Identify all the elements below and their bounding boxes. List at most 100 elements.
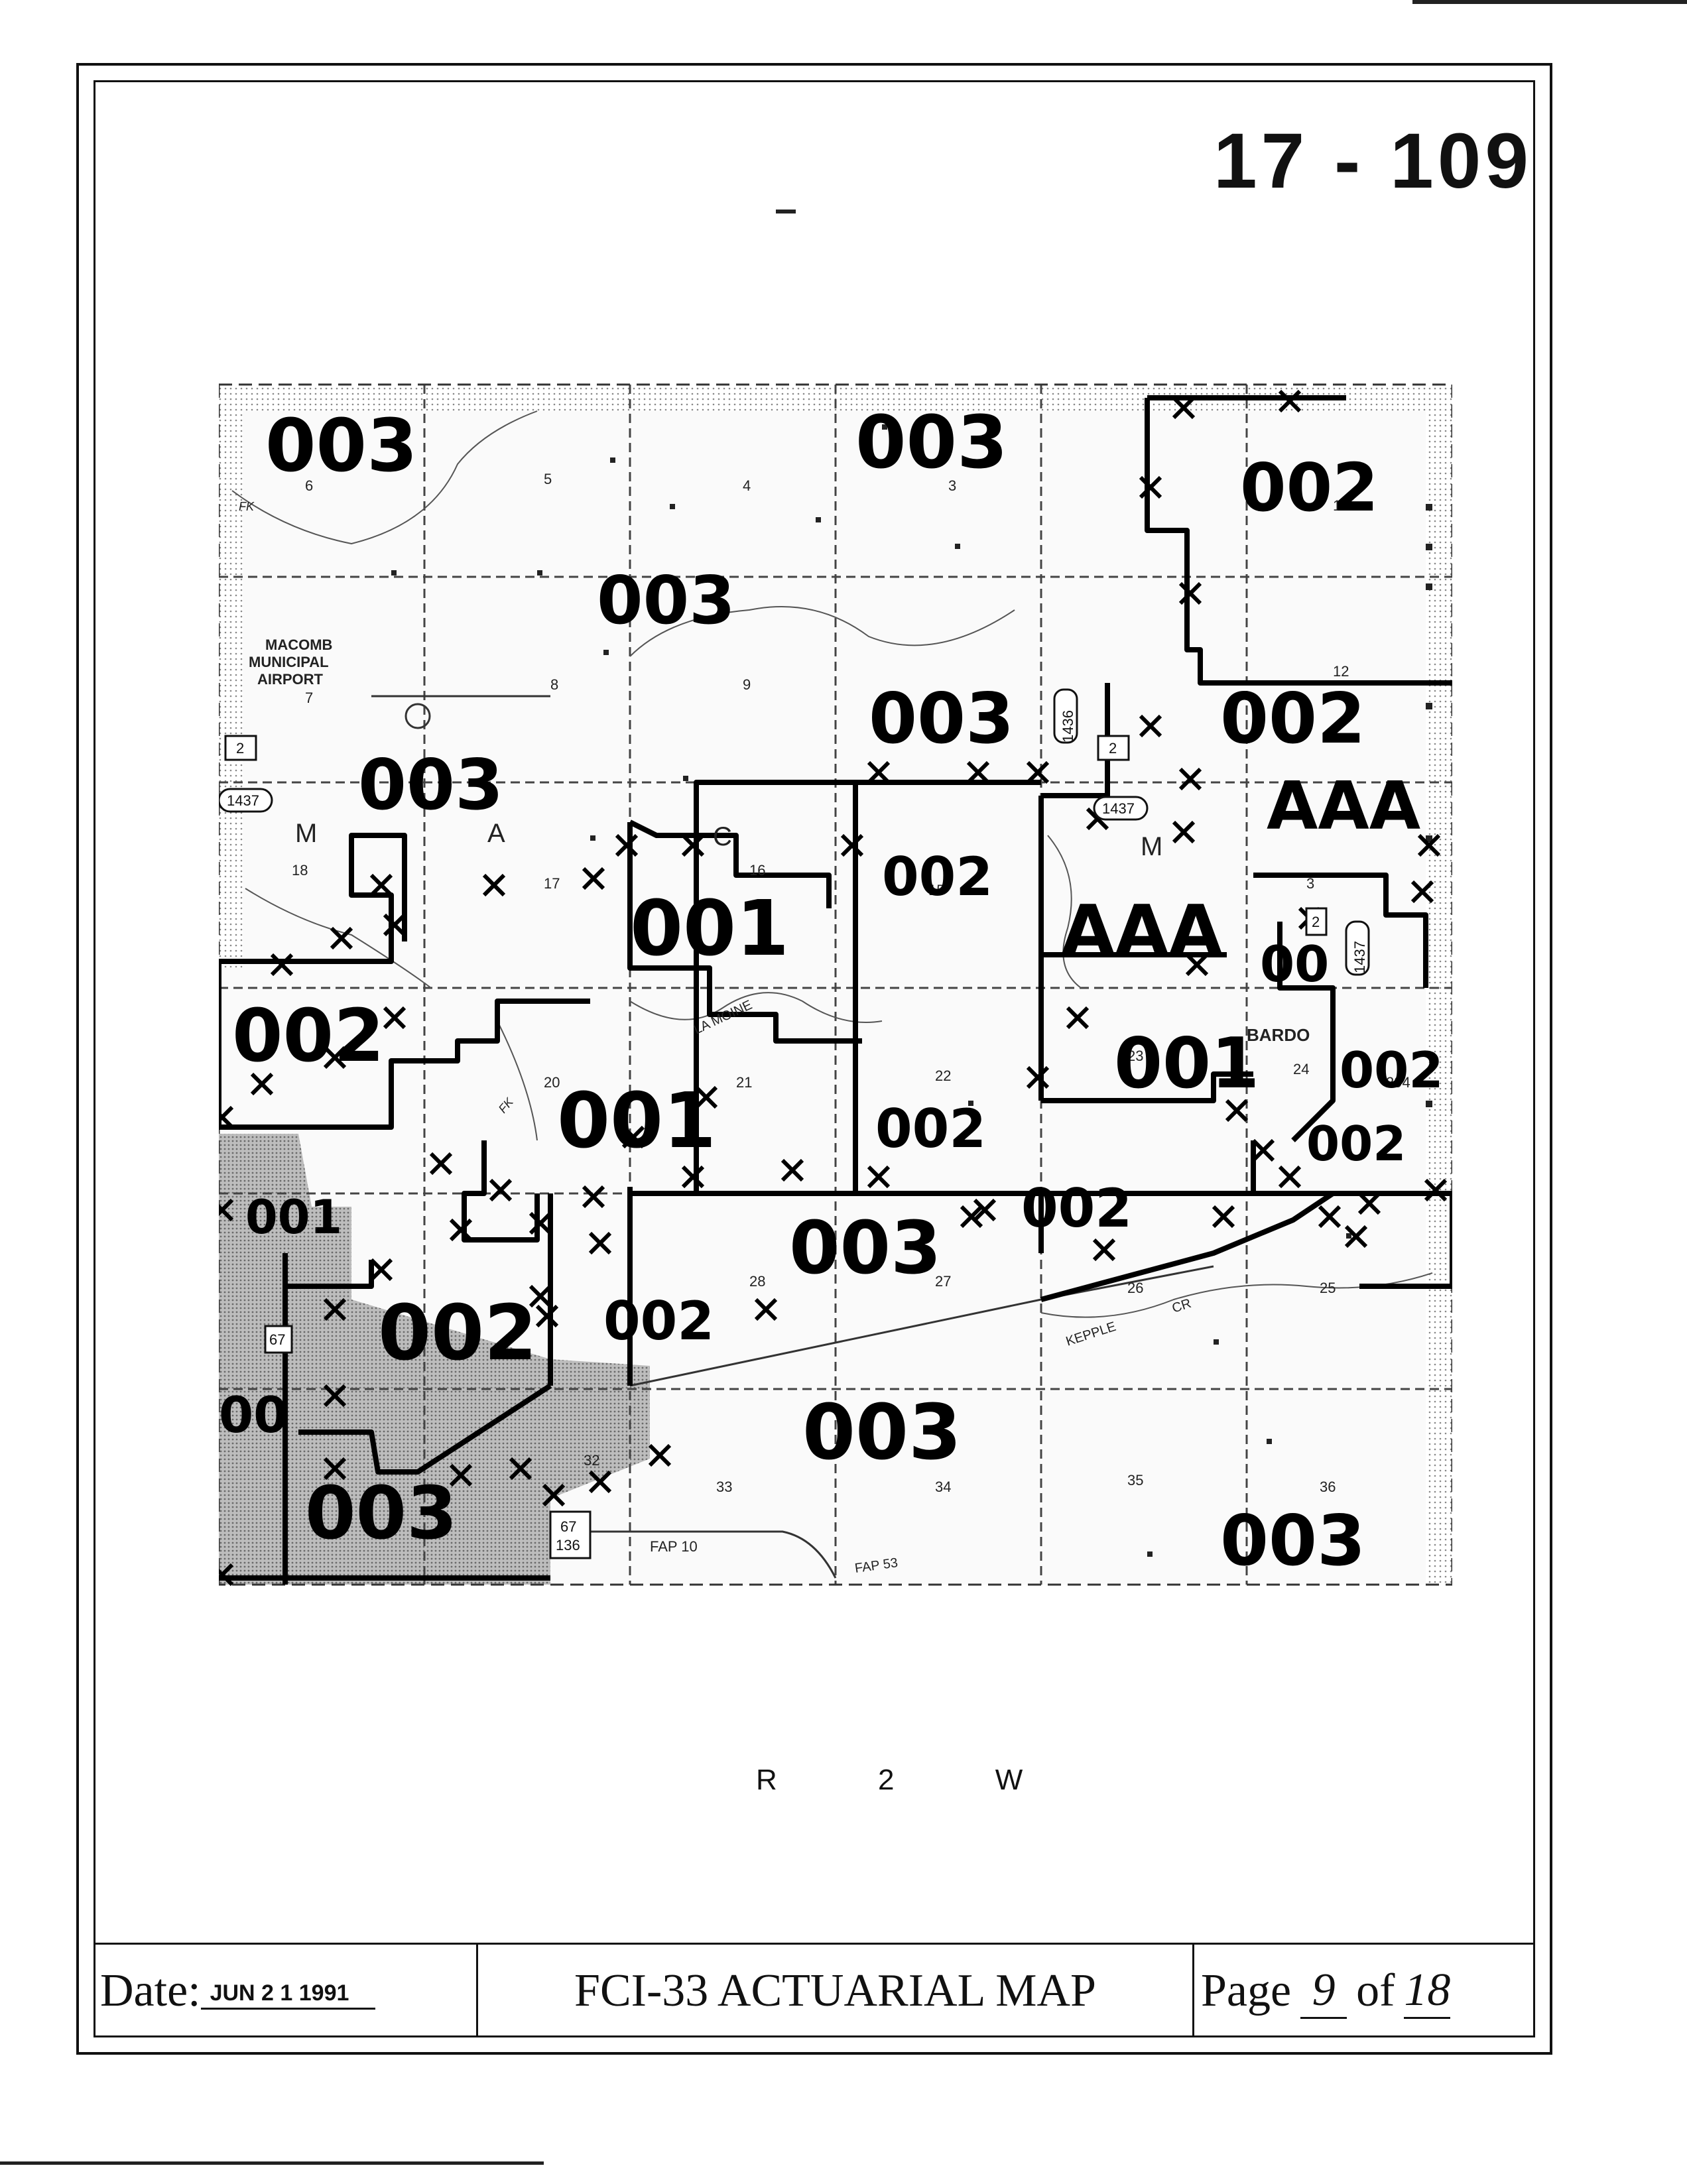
section-number: 18 bbox=[292, 862, 308, 879]
zone-codes: 003 003 002 003 003 002 003 AAA 002 001 … bbox=[219, 400, 1444, 1581]
zone-code: 002 bbox=[1240, 449, 1379, 526]
zone-code: 002 bbox=[378, 1289, 537, 1378]
section-number: 23 bbox=[1127, 1048, 1143, 1064]
zone-code: 00 bbox=[1260, 935, 1329, 993]
page-label: Page bbox=[1201, 1965, 1292, 2016]
airport-label: MACOMB bbox=[265, 637, 332, 653]
zone-code: 002 bbox=[1220, 678, 1365, 759]
dotted-strip-right bbox=[1426, 385, 1452, 1585]
date-value: JUN 2 1 1991 bbox=[200, 1980, 376, 2010]
route-shields: 1437 1436 2 2 1437 67 67 136 1437 2 bbox=[219, 688, 1370, 1559]
city-letter: A bbox=[487, 819, 505, 848]
zone-code: 003 bbox=[265, 403, 418, 488]
section-number: 7 bbox=[305, 690, 313, 706]
structures bbox=[391, 424, 1432, 1557]
footer-date-cell: Date: JUN 2 1 1991 bbox=[94, 1945, 478, 2037]
route-shield: 2 bbox=[1312, 914, 1320, 930]
section-number: 35 bbox=[1127, 1472, 1143, 1488]
zone-code: 002 bbox=[1306, 1116, 1406, 1172]
zone-code: AAA bbox=[1267, 767, 1420, 845]
inner-border bbox=[94, 80, 1535, 2037]
highway-label: FAP 10 bbox=[650, 1538, 698, 1555]
scan-artifact-line bbox=[1412, 0, 1687, 4]
zone-code: 002 bbox=[882, 846, 993, 908]
section-number: 22 bbox=[935, 1067, 951, 1084]
section-number: 20 bbox=[544, 1074, 560, 1091]
section-number: 15 bbox=[928, 882, 944, 898]
map-number: 3 bbox=[1306, 875, 1314, 892]
section-number: 8 bbox=[550, 676, 558, 693]
zone-code: 003 bbox=[1220, 1500, 1365, 1581]
range-label: R 2 W bbox=[756, 1764, 1070, 1796]
section-number: 33 bbox=[716, 1479, 732, 1495]
route-shield: 1437 bbox=[1102, 800, 1135, 817]
zone-code: 003 bbox=[358, 745, 503, 825]
footer-title-cell: FCI-33 ACTUARIAL MAP bbox=[478, 1945, 1194, 2037]
section-numbers: 6 5 4 3 1 12 8 9 7 18 17 16 15 20 21 22 … bbox=[292, 471, 1349, 1495]
route-shield: 1436 bbox=[1060, 710, 1076, 743]
page-current: 9 bbox=[1300, 1964, 1347, 2019]
section-number: 34 bbox=[935, 1479, 951, 1495]
section-number: 27 bbox=[935, 1273, 951, 1290]
route-shield: 2 bbox=[1109, 740, 1117, 757]
route-shield: 67 bbox=[560, 1518, 576, 1535]
zone-code: 001 bbox=[557, 1077, 716, 1166]
route-shield: 136 bbox=[556, 1537, 580, 1553]
section-number: 9 bbox=[743, 676, 751, 693]
route-shield: 1437 bbox=[1351, 941, 1368, 973]
section-number: 6 bbox=[305, 477, 313, 494]
section-number: 16 bbox=[749, 862, 765, 879]
map-frame bbox=[219, 383, 1452, 1586]
city-letter: C bbox=[713, 822, 732, 851]
scan-artifact-line bbox=[0, 2161, 544, 2165]
outer-border bbox=[76, 63, 1552, 2055]
section-number: 5 bbox=[544, 471, 552, 487]
zone-code: 003 bbox=[789, 1205, 942, 1290]
zone-code: 002 bbox=[603, 1290, 714, 1352]
section-number: 21 bbox=[736, 1074, 752, 1091]
section-number: 36 bbox=[1320, 1479, 1336, 1495]
zone-code: 001 bbox=[630, 884, 789, 973]
section-number: 4 bbox=[743, 477, 751, 494]
zone-code: 00 bbox=[219, 1386, 288, 1444]
tick-mark bbox=[776, 210, 796, 213]
map-title: FCI-33 ACTUARIAL MAP bbox=[574, 1965, 1096, 2016]
map-number: 294 bbox=[1386, 1074, 1410, 1091]
section-number: 3 bbox=[948, 477, 956, 494]
page-total: 18 bbox=[1404, 1964, 1451, 2019]
zone-code: 001 bbox=[245, 1190, 342, 1244]
zone-code: 003 bbox=[869, 678, 1014, 759]
airport-label: MUNICIPAL bbox=[249, 654, 329, 670]
zone-code: 003 bbox=[597, 562, 735, 639]
zone-code: 002 bbox=[1021, 1178, 1132, 1239]
town-label: BARDO bbox=[1247, 1025, 1310, 1045]
date-label: Date: bbox=[100, 1965, 201, 2016]
route-shield: 2 bbox=[236, 740, 244, 757]
city-letter: M bbox=[295, 819, 317, 848]
zone-code: AAA bbox=[1061, 890, 1223, 971]
x-marks bbox=[219, 389, 1448, 1587]
fork-label: FK bbox=[239, 500, 255, 513]
urban-shading bbox=[219, 1134, 650, 1585]
section-number: 24 bbox=[1293, 1061, 1309, 1077]
sheet-id: 17 - 109 bbox=[1214, 117, 1532, 205]
zone-code: 003 bbox=[305, 1471, 458, 1555]
section-number: 32 bbox=[584, 1452, 599, 1469]
zone-code: 002 bbox=[232, 993, 385, 1078]
section-number: 26 bbox=[1127, 1280, 1143, 1296]
zone-code: 002 bbox=[875, 1098, 986, 1160]
city-letter: M bbox=[1141, 832, 1162, 861]
zone-code: 003 bbox=[855, 400, 1008, 485]
page-of: of bbox=[1356, 1965, 1395, 2016]
section-number: 12 bbox=[1333, 663, 1349, 680]
route-shield: 67 bbox=[269, 1331, 285, 1348]
zone-code: 002 bbox=[1340, 1041, 1444, 1099]
route-shield: 1437 bbox=[227, 792, 259, 809]
airport-label: AIRPORT bbox=[257, 671, 324, 688]
actuarial-map: 6 5 4 3 1 12 8 9 7 18 17 16 15 20 21 22 … bbox=[219, 383, 1452, 1587]
section-number: 25 bbox=[1320, 1280, 1336, 1296]
zone-code: 001 bbox=[1114, 1023, 1259, 1104]
zone-boundaries bbox=[219, 395, 1452, 1585]
section-number: 1 bbox=[1333, 497, 1341, 514]
dotted-strip-left bbox=[219, 385, 243, 968]
